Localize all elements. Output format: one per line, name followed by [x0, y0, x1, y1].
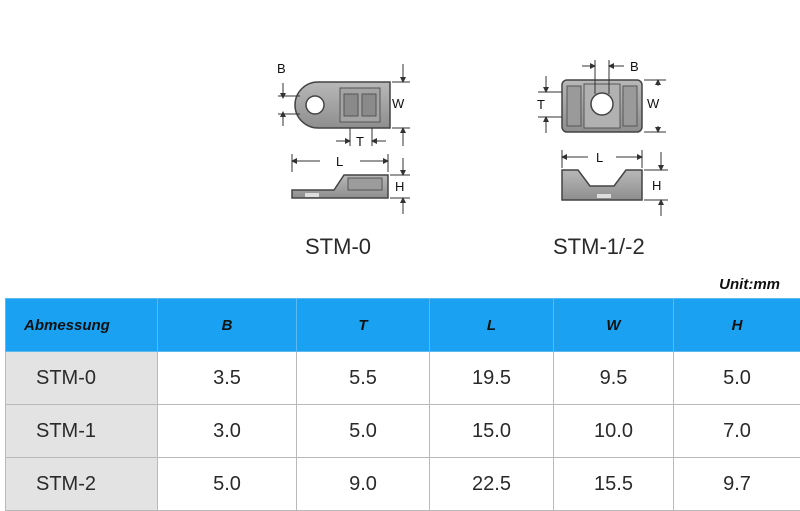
- stm0-l-label: L: [336, 154, 343, 169]
- header-abmessung: Abmessung: [6, 299, 158, 352]
- row-model: STM-1: [6, 405, 158, 458]
- stm0-w-label: W: [392, 96, 405, 111]
- table-row: STM-2 5.0 9.0 22.5 15.5 9.7: [6, 458, 800, 511]
- cell-t: 5.0: [297, 405, 430, 458]
- cell-l: 19.5: [430, 352, 554, 405]
- stm1-w-label: W: [647, 96, 660, 111]
- header-t: T: [297, 299, 430, 352]
- cell-t: 5.5: [297, 352, 430, 405]
- unit-label: Unit:mm: [719, 276, 780, 293]
- cell-w: 10.0: [554, 405, 674, 458]
- table-header-row: Abmessung B T L W H: [6, 299, 800, 352]
- header-b: B: [158, 299, 297, 352]
- cell-h: 7.0: [674, 405, 800, 458]
- cell-l: 22.5: [430, 458, 554, 511]
- stm1-side-view: L H: [562, 150, 668, 216]
- stm1-top-view: B T W: [537, 59, 666, 133]
- stm0-t-label: T: [356, 134, 364, 149]
- row-model: STM-0: [6, 352, 158, 405]
- cell-w: 15.5: [554, 458, 674, 511]
- stm0-top-view: B W T: [277, 61, 410, 149]
- stm0-h-label: H: [395, 179, 404, 194]
- table-row: STM-0 3.5 5.5 19.5 9.5 5.0: [6, 352, 800, 405]
- stm0-b-label: B: [277, 61, 286, 76]
- technical-drawings: B W T L H: [0, 0, 800, 290]
- stm1-caption: STM-1/-2: [553, 234, 645, 260]
- cell-b: 3.5: [158, 352, 297, 405]
- stm1-t-label: T: [537, 97, 545, 112]
- cell-l: 15.0: [430, 405, 554, 458]
- table-row: STM-1 3.0 5.0 15.0 10.0 7.0: [6, 405, 800, 458]
- stm1-l-label: L: [596, 150, 603, 165]
- cell-h: 9.7: [674, 458, 800, 511]
- cell-b: 3.0: [158, 405, 297, 458]
- header-h: H: [674, 299, 800, 352]
- cell-w: 9.5: [554, 352, 674, 405]
- stm0-caption: STM-0: [305, 234, 371, 260]
- cell-b: 5.0: [158, 458, 297, 511]
- stm1-h-label: H: [652, 178, 661, 193]
- header-w: W: [554, 299, 674, 352]
- row-model: STM-2: [6, 458, 158, 511]
- cell-t: 9.0: [297, 458, 430, 511]
- dimension-table: Abmessung B T L W H STM-0 3.5 5.5 19.5 9…: [5, 298, 800, 511]
- header-l: L: [430, 299, 554, 352]
- stm1-b-label: B: [630, 59, 639, 74]
- cell-h: 5.0: [674, 352, 800, 405]
- stm0-side-view: L H: [292, 154, 410, 214]
